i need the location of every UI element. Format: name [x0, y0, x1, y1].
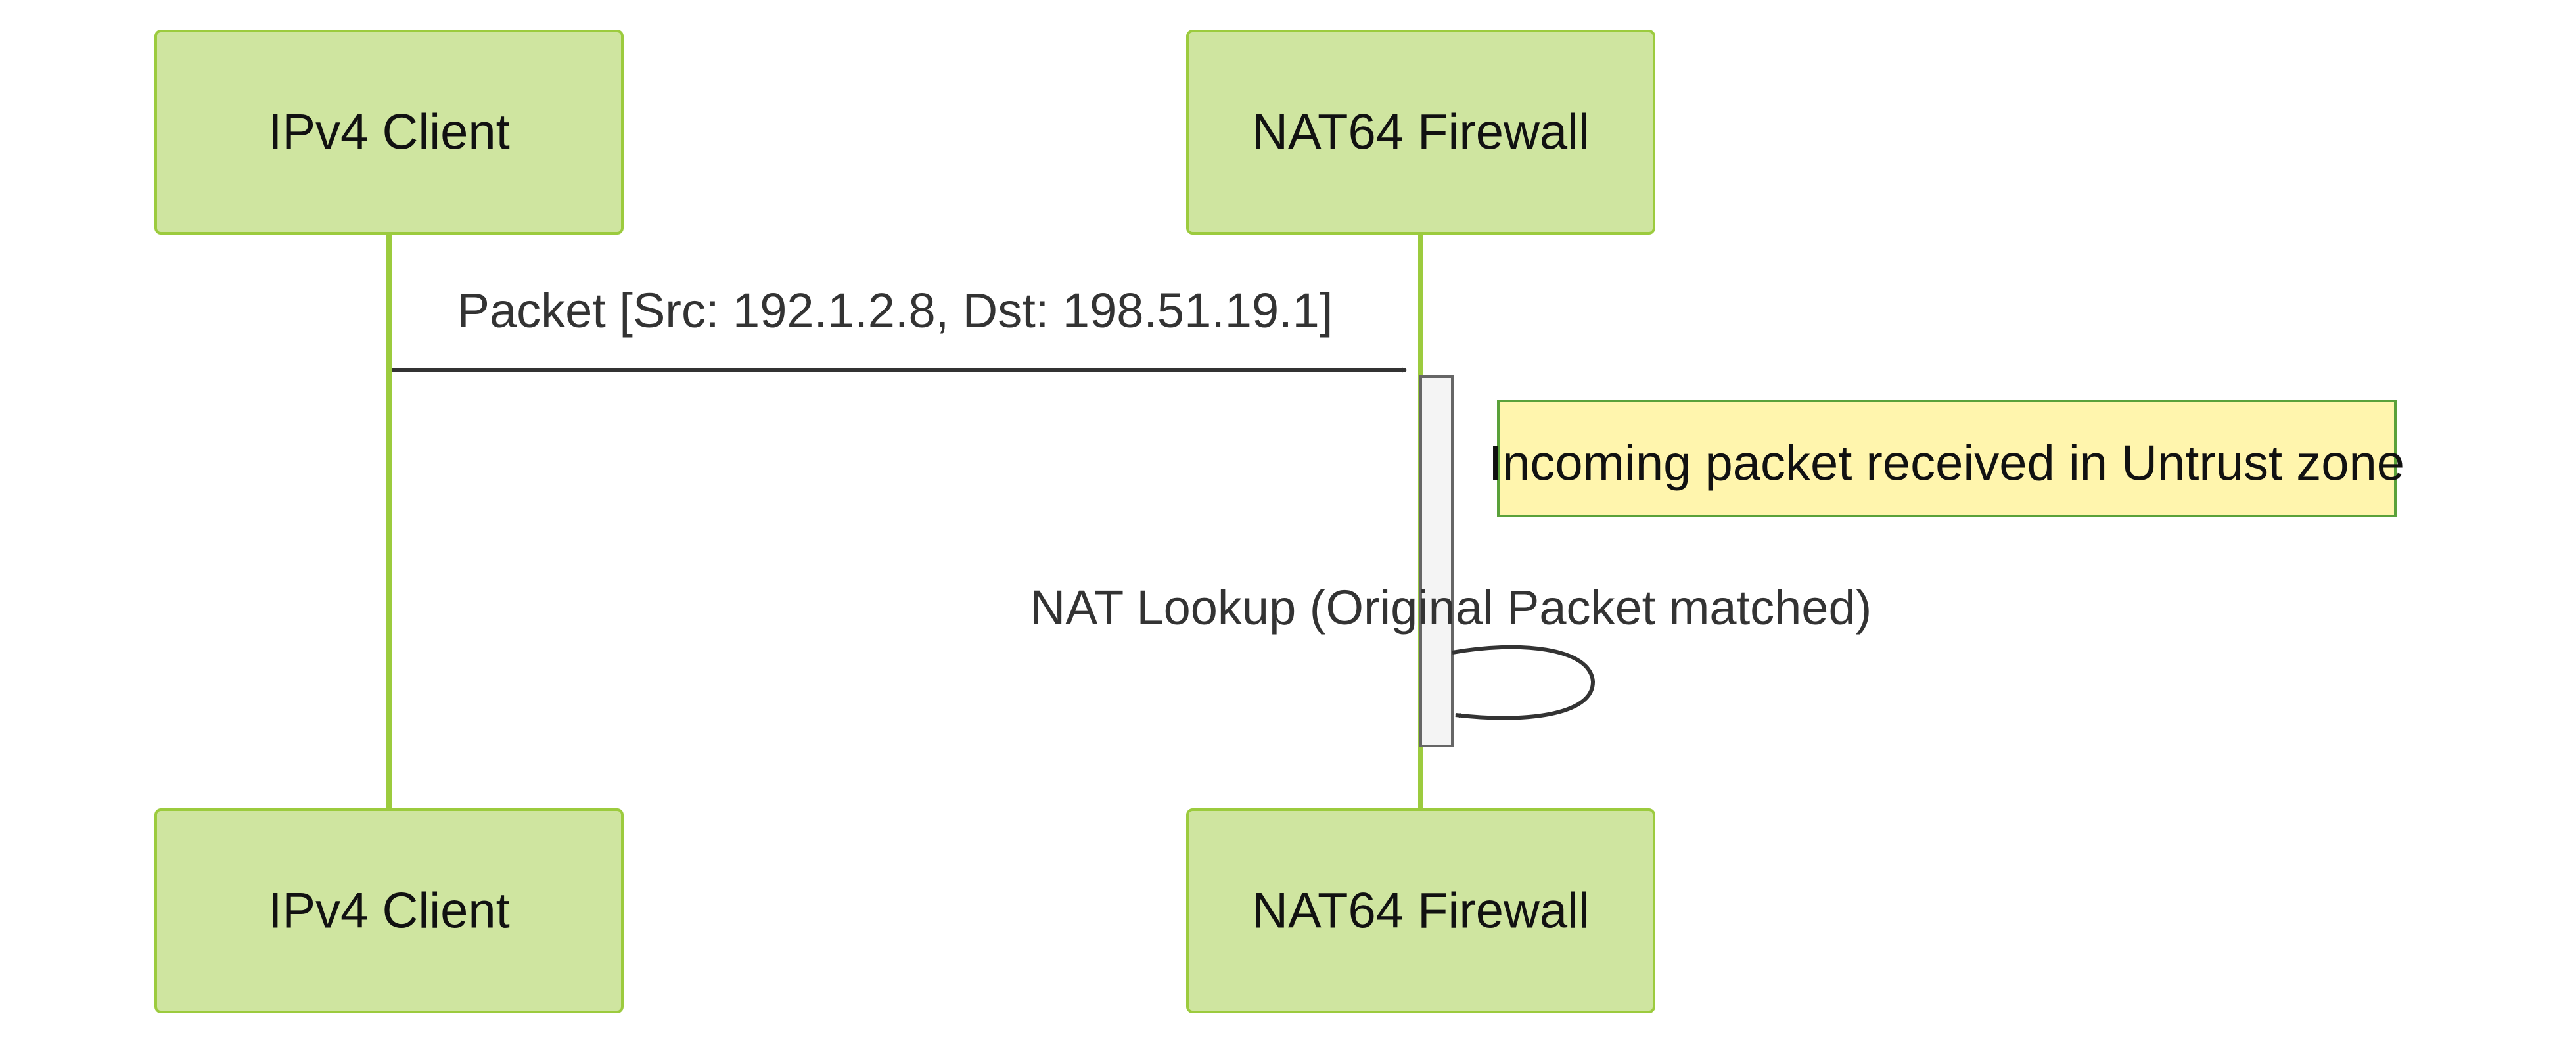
message-label: NAT Lookup (Original Packet matched): [1030, 580, 1872, 635]
message-label: Packet [Src: 192.1.2.8, Dst: 198.51.19.1…: [457, 283, 1333, 338]
message-nat-lookup: NAT Lookup (Original Packet matched): [1030, 580, 1872, 720]
actor-label: IPv4 Client: [268, 104, 510, 160]
note: Incoming packet received in Untrust zone: [1488, 400, 2404, 517]
note-box: [1497, 400, 2397, 517]
self-message-arrow: [1452, 645, 1596, 720]
activation-bar: [1419, 375, 1454, 747]
actor-label: IPv4 Client: [268, 883, 510, 939]
message-packet: Packet [Src: 192.1.2.8, Dst: 198.51.19.1…: [392, 283, 1407, 373]
actor-ipv4-client-bottom: IPv4 Client: [154, 808, 624, 1013]
actor-label: NAT64 Firewall: [1252, 883, 1590, 939]
note-text: Incoming packet received in Untrust zone: [1488, 436, 2404, 492]
actor-label: NAT64 Firewall: [1252, 104, 1590, 160]
actor-ipv4-client-top: IPv4 Client: [154, 30, 624, 235]
actor-nat64-firewall-top: NAT64 Firewall: [1186, 30, 1655, 235]
actor-nat64-firewall-bottom: NAT64 Firewall: [1186, 808, 1655, 1013]
